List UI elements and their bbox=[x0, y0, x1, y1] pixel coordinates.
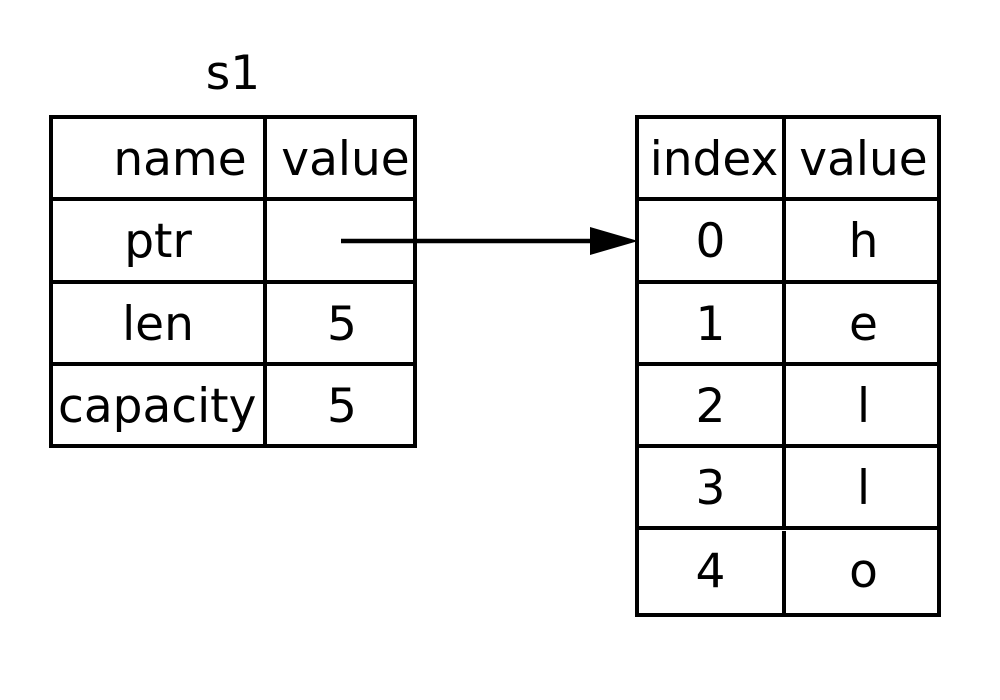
heap-cell-index-0: 0 bbox=[639, 201, 786, 280]
pointer-arrow-icon bbox=[341, 227, 638, 255]
heap-cell-value-2: l bbox=[856, 378, 871, 434]
heap-table-row-1: 1 e bbox=[639, 283, 937, 366]
stack-header-value: value bbox=[281, 132, 410, 187]
heap-table-row-0: 0 h bbox=[639, 201, 937, 284]
heap-table-row-3: 3 l bbox=[639, 448, 937, 531]
heap-header-value: value bbox=[799, 132, 928, 187]
stack-table-row-len: len 5 bbox=[53, 283, 413, 366]
heap-cell-value-1: e bbox=[849, 296, 878, 352]
heap-table: index value 0 h 1 e 2 l 3 l 4 o bbox=[635, 115, 941, 617]
heap-cell-value-0: h bbox=[848, 214, 879, 270]
heap-cell-index-4: 4 bbox=[639, 530, 786, 613]
stack-cell-value-len: 5 bbox=[327, 296, 357, 352]
stack-header-name: name bbox=[53, 119, 267, 198]
variable-label-s1: s1 bbox=[205, 46, 261, 101]
stack-cell-value-capacity: 5 bbox=[327, 378, 357, 434]
heap-header-index: index bbox=[639, 119, 786, 198]
stack-table-row-capacity: capacity 5 bbox=[53, 365, 413, 449]
heap-cell-value-4: o bbox=[849, 543, 878, 599]
heap-cell-index-3: 3 bbox=[639, 448, 786, 527]
heap-cell-index-2: 2 bbox=[639, 365, 786, 445]
heap-cell-value-3: l bbox=[856, 461, 871, 517]
pointer-arrow-head bbox=[590, 227, 638, 255]
stack-cell-name-ptr: ptr bbox=[53, 201, 267, 280]
stack-cell-name-len: len bbox=[53, 283, 267, 362]
heap-table-header-row: index value bbox=[639, 119, 937, 202]
stack-cell-name-capacity: capacity bbox=[53, 365, 267, 449]
heap-table-row-2: 2 l bbox=[639, 365, 937, 449]
stack-table: name value ptr len 5 capacity 5 bbox=[49, 115, 417, 449]
heap-cell-index-1: 1 bbox=[639, 283, 786, 362]
heap-table-row-4: 4 o bbox=[639, 530, 937, 613]
stack-table-header-row: name value bbox=[53, 119, 413, 202]
stack-table-row-ptr: ptr bbox=[53, 201, 413, 284]
